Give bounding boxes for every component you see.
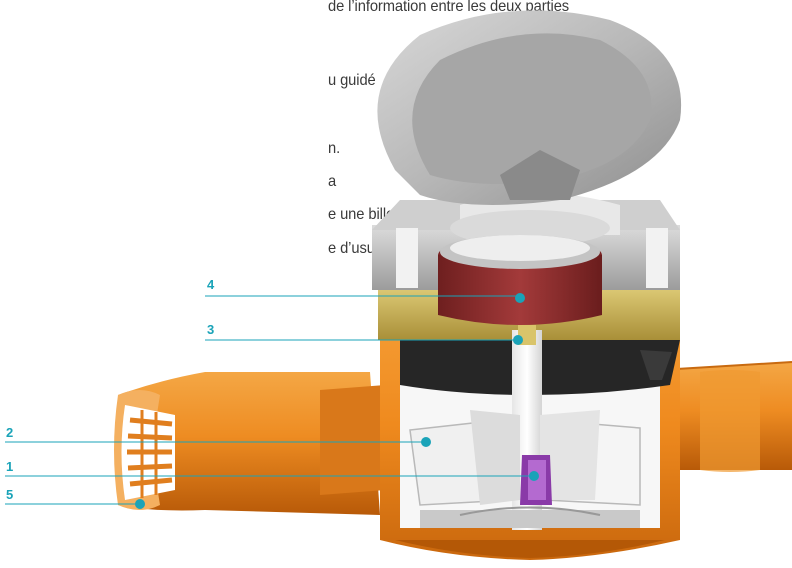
register-dial bbox=[438, 235, 602, 325]
inlet-filter bbox=[121, 405, 175, 500]
callout-number-5: 5 bbox=[6, 487, 14, 502]
callout-lines bbox=[5, 295, 534, 505]
callout-number-1: 1 bbox=[6, 459, 14, 474]
dot-marker-icon bbox=[421, 437, 431, 447]
text-line-2: u guidé bbox=[328, 72, 376, 89]
hinged-lid bbox=[377, 10, 682, 205]
turbine-blades bbox=[409, 410, 641, 506]
chamber-base bbox=[420, 506, 640, 528]
callout-dots bbox=[135, 293, 539, 509]
outlet-pipe bbox=[659, 361, 792, 472]
dot-marker-icon bbox=[515, 293, 525, 303]
callout-number-2: 2 bbox=[6, 425, 14, 440]
dot-marker-icon bbox=[513, 335, 523, 345]
callout-number-4: 4 bbox=[207, 277, 215, 292]
dot-marker-icon bbox=[529, 471, 539, 481]
text-line-3: n. bbox=[328, 140, 341, 157]
callout-number-3: 3 bbox=[207, 322, 215, 337]
text-line-5: e une bille. bbox=[328, 206, 399, 223]
dot-marker-icon bbox=[135, 499, 145, 509]
text-line-4: a bbox=[328, 173, 337, 190]
text-line-1: de l’information entre les deux parties bbox=[328, 0, 570, 15]
